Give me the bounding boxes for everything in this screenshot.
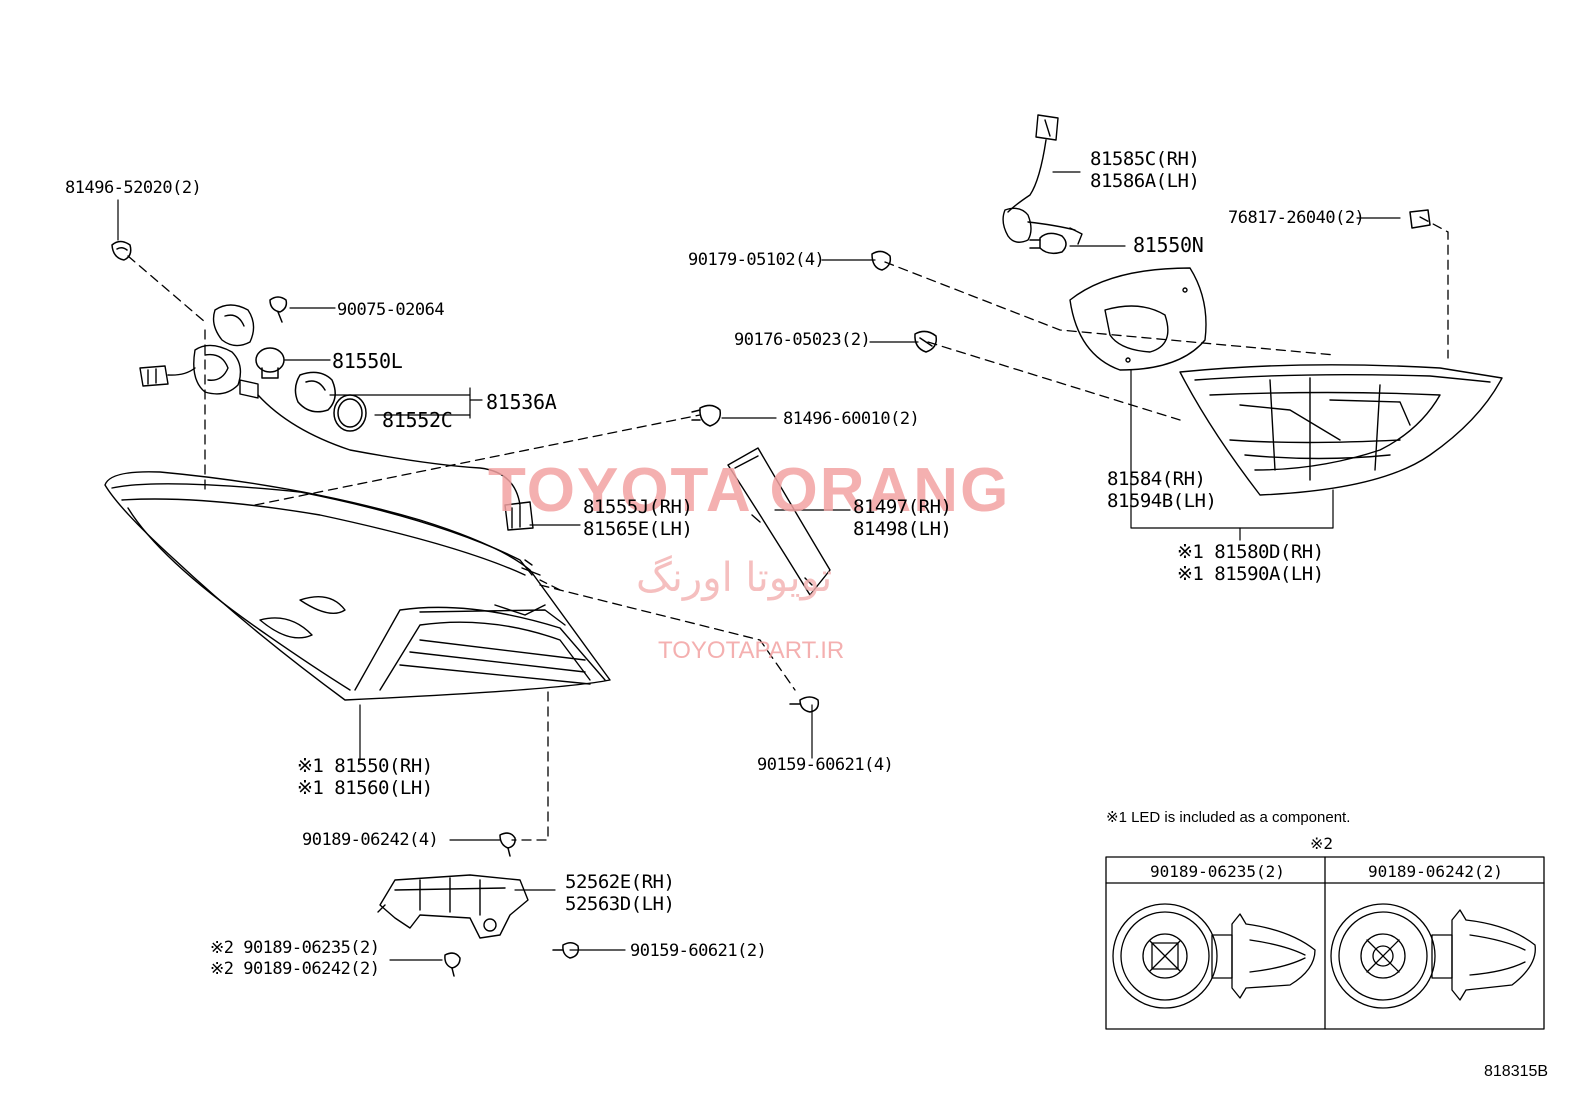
bracket-52562E bbox=[377, 874, 529, 939]
label-90159-60621-2: 90159-60621(2) bbox=[630, 941, 767, 961]
screw-90075-02064 bbox=[269, 296, 288, 323]
label-52563D: 52563D(LH) bbox=[565, 893, 675, 915]
label-90189-06242-4: 90189-06242(4) bbox=[302, 830, 439, 850]
diagram-code: 818315B bbox=[1484, 1063, 1549, 1080]
dashed-guides bbox=[127, 216, 1449, 841]
label-81550N: 81550N bbox=[1133, 233, 1204, 257]
label-81496-52020: 81496-52020(2) bbox=[65, 178, 202, 198]
label-90189-06242-2: ※2 90189-06242(2) bbox=[210, 959, 380, 979]
label-81550: ※1 81550(RH) bbox=[297, 755, 433, 777]
label-81498: 81498(LH) bbox=[853, 518, 952, 540]
legend-note: ※1 LED is included as a component. bbox=[1106, 809, 1351, 826]
label-90159-60621-4: 90159-60621(4) bbox=[757, 755, 894, 775]
table-header-1: 90189-06235(2) bbox=[1150, 862, 1285, 881]
label-81584: 81584(RH) bbox=[1107, 468, 1206, 490]
bulb-81550L bbox=[255, 347, 285, 379]
harness-81585C bbox=[1002, 114, 1083, 245]
label-90075-02064: 90075-02064 bbox=[337, 300, 445, 320]
table-header-2: 90189-06242(2) bbox=[1368, 862, 1503, 881]
label-90189-06235-2: ※2 90189-06235(2) bbox=[210, 938, 380, 958]
label-81552C: 81552C bbox=[382, 408, 453, 432]
clip-81496-60010 bbox=[691, 404, 722, 427]
clip-90189-06235-side-icon bbox=[1211, 913, 1316, 999]
tail-lamp-inner-right bbox=[1179, 364, 1503, 496]
label-90179-05102: 90179-05102(4) bbox=[688, 250, 825, 270]
label-81496-60010: 81496-60010(2) bbox=[783, 409, 920, 429]
bolt-90159-60621-4 bbox=[789, 696, 820, 713]
label-81594B: 81594B(LH) bbox=[1107, 490, 1217, 512]
nut-90176-05023 bbox=[914, 330, 938, 353]
gasket-inner bbox=[337, 398, 363, 428]
clip-table bbox=[1105, 856, 1545, 1030]
socket-81536A bbox=[294, 371, 336, 413]
label-76817-26040: 76817-26040(2) bbox=[1228, 208, 1365, 228]
clip-76817-26040 bbox=[1409, 209, 1431, 229]
label-52562E: 52562E(RH) bbox=[565, 871, 675, 893]
clip-90189-06242-4 bbox=[499, 832, 516, 857]
label-81585C: 81585C(RH) bbox=[1090, 148, 1200, 170]
clip-90189-06242-side-icon bbox=[1431, 909, 1536, 1001]
clip-90189-06242-front-icon bbox=[1330, 903, 1436, 1009]
gasket-81552C bbox=[333, 394, 367, 432]
garnish-81497 bbox=[727, 447, 831, 596]
clip-81496-52020 bbox=[111, 240, 132, 261]
label-81580D: ※1 81580D(RH) bbox=[1177, 541, 1324, 563]
label-81555J: 81555J(RH) bbox=[583, 496, 693, 518]
gasket-81584 bbox=[1069, 267, 1207, 371]
bulb-81550N bbox=[1029, 232, 1067, 255]
leader-lines bbox=[117, 171, 1401, 961]
nut-90179-05102 bbox=[871, 250, 892, 271]
label-81497: 81497(RH) bbox=[853, 496, 952, 518]
tail-lamp-outer-left bbox=[104, 471, 611, 701]
label-81536A: 81536A bbox=[486, 390, 557, 414]
label-90176-05023: 90176-05023(2) bbox=[734, 330, 871, 350]
label-81586A: 81586A(LH) bbox=[1090, 170, 1200, 192]
table-marker: ※2 bbox=[1310, 834, 1334, 853]
label-81565E: 81565E(LH) bbox=[583, 518, 693, 540]
clip-90189-0623x-2 bbox=[444, 952, 461, 977]
clip-90189-06235-front-icon bbox=[1112, 903, 1218, 1009]
label-81550L: 81550L bbox=[332, 349, 403, 373]
bolt-90159-60621-2 bbox=[552, 942, 580, 959]
label-81590A: ※1 81590A(LH) bbox=[1177, 563, 1324, 585]
socket-harness-81555J bbox=[139, 304, 534, 531]
label-81560: ※1 81560(LH) bbox=[297, 777, 433, 799]
